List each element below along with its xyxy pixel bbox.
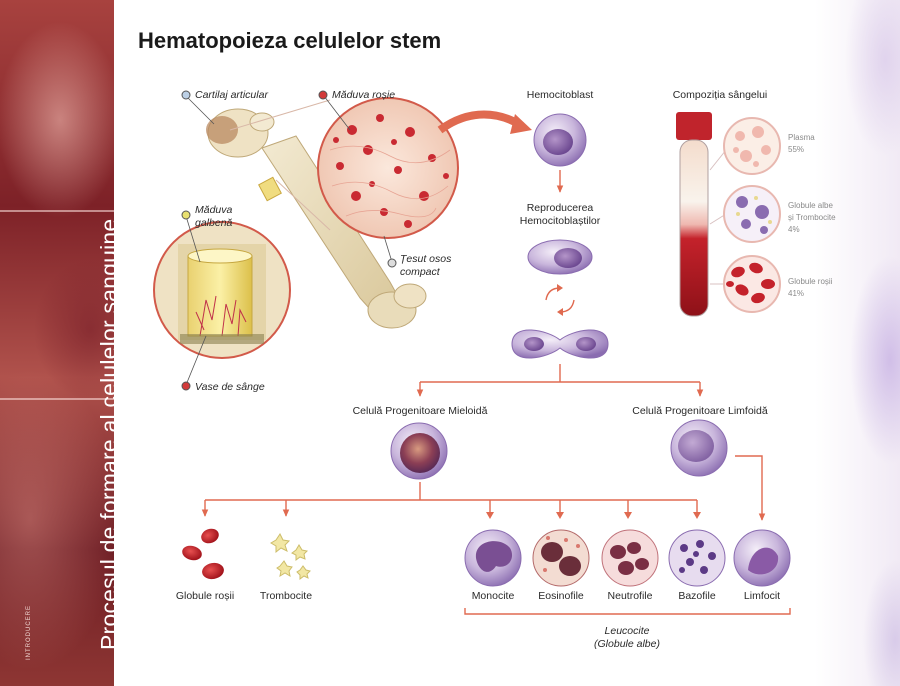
monocyte-cell — [464, 529, 522, 587]
label-compact-bone-2: compact — [400, 266, 441, 278]
label-myeloid-progenitor: Celulă Progenitoare Mieloidă — [353, 405, 488, 417]
label-red-cells: Globule roșii — [176, 590, 234, 602]
label-neutrofile: Neutrofile — [608, 590, 653, 602]
lymphoid-progenitor-cell — [670, 419, 728, 477]
lymphocyte-cell — [733, 529, 791, 587]
cycle-arrows-icon — [545, 284, 575, 316]
marrow-arrow-head — [510, 114, 532, 134]
label-platelets: Trombocite — [260, 590, 312, 602]
label-compact-bone-1: Țesut osos — [400, 253, 452, 265]
myeloid-branch-connector — [205, 482, 697, 501]
red-blood-cells — [182, 528, 224, 580]
mitosis-cell — [511, 329, 609, 359]
label-reproduction-2: Hemocitoblaștilor — [520, 215, 601, 227]
bone-label-pins — [181, 90, 397, 391]
leukocyte-arrowheads — [486, 512, 701, 519]
white-cells-label-3: 4% — [788, 225, 800, 234]
hemocitoblast-cell — [533, 113, 587, 167]
white-cells-label-2: și Trombocite — [788, 213, 836, 222]
blood-test-tube — [676, 112, 712, 317]
label-yellow-marrow-2: galbenă — [195, 217, 233, 229]
label-bazofile: Bazofile — [678, 590, 716, 602]
myeloid-progenitor-cell — [390, 422, 448, 480]
red-marrow-zoom — [229, 97, 459, 239]
white-cells-label-1: Globule albe — [788, 201, 833, 210]
leukocyte-connectors — [489, 500, 698, 516]
plasma-label-2: 55% — [788, 145, 804, 154]
neutrophil-cell — [601, 529, 659, 587]
basophil-cell — [668, 529, 726, 587]
label-monocite: Monocite — [472, 590, 515, 602]
arrow-to-limfocit — [735, 455, 766, 521]
leukocyte-bracket — [464, 608, 791, 615]
plasma-circle — [709, 117, 781, 175]
label-leukocytes-1: Leucocite — [605, 625, 650, 637]
red-cells-circle — [710, 255, 781, 313]
label-reproduction-1: Reproducerea — [527, 202, 594, 214]
marrow-arrow — [437, 110, 525, 134]
white-cells-circle — [709, 185, 781, 243]
label-red-marrow: Măduva roșie — [332, 89, 395, 101]
yellow-marrow-zoom — [153, 221, 291, 359]
label-lymphoid-progenitor: Celulă Progenitoare Limfoidă — [632, 405, 768, 417]
dividing-cell — [527, 239, 593, 275]
label-eosinofile: Eosinofile — [538, 590, 584, 602]
sidebar-panel: Procesul de formare al celulelor sanguin… — [0, 0, 122, 686]
label-blood-vessels: Vase de sânge — [195, 381, 265, 393]
eosinophil-cell — [532, 529, 590, 587]
plasma-label-1: Plasma — [788, 133, 815, 142]
sidebar-stripe — [0, 398, 114, 400]
femur-bone — [206, 108, 427, 329]
red-cells-label-1: Globule roșii — [788, 277, 833, 286]
sidebar-stripe — [0, 210, 114, 212]
label-cartilage: Cartilaj articular — [195, 89, 268, 101]
platelets — [270, 533, 311, 580]
label-blood-composition: Compoziția sângelui — [673, 89, 768, 101]
label-hemocitoblast: Hemocitoblast — [527, 89, 594, 101]
label-limfocit: Limfocit — [744, 590, 780, 602]
page-title: Hematopoieza celulelor stem — [138, 28, 442, 53]
label-leukocytes-2: (Globule albe) — [594, 638, 660, 650]
label-yellow-marrow-1: Măduva — [195, 204, 233, 216]
split-connector — [420, 364, 700, 383]
red-cells-label-2: 41% — [788, 289, 804, 298]
right-decorative-fade — [815, 0, 900, 686]
